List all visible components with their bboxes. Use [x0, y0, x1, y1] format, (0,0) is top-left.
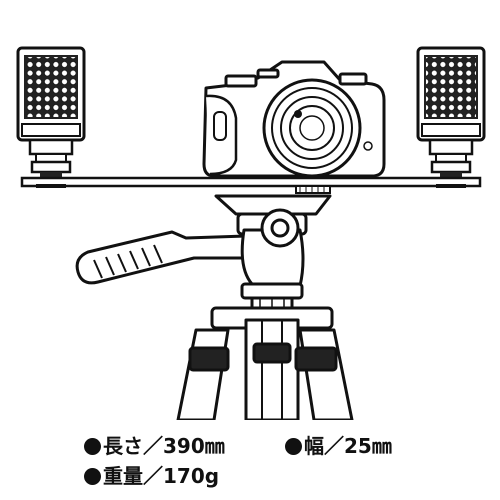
- spec-width-text: 幅／25㎜: [304, 434, 392, 458]
- spec-weight-text: 重量／170g: [103, 464, 220, 488]
- spec-length: 長さ／390㎜: [84, 434, 225, 458]
- spec-length-text: 長さ／390㎜: [103, 434, 225, 458]
- spec-weight: 重量／170g: [84, 464, 219, 488]
- tripod-head-icon: [75, 194, 332, 310]
- camera-rig-illustration: [16, 46, 486, 420]
- bracket-bar-icon: [20, 176, 482, 194]
- tripod-icon: [176, 306, 354, 420]
- led-light-icon: [416, 46, 486, 178]
- bullet-icon: [84, 468, 101, 485]
- spec-width: 幅／25㎜: [285, 434, 392, 458]
- camera-icon: [202, 60, 386, 178]
- led-light-icon: [16, 46, 86, 178]
- bullet-icon: [84, 438, 101, 455]
- bullet-icon: [285, 438, 302, 455]
